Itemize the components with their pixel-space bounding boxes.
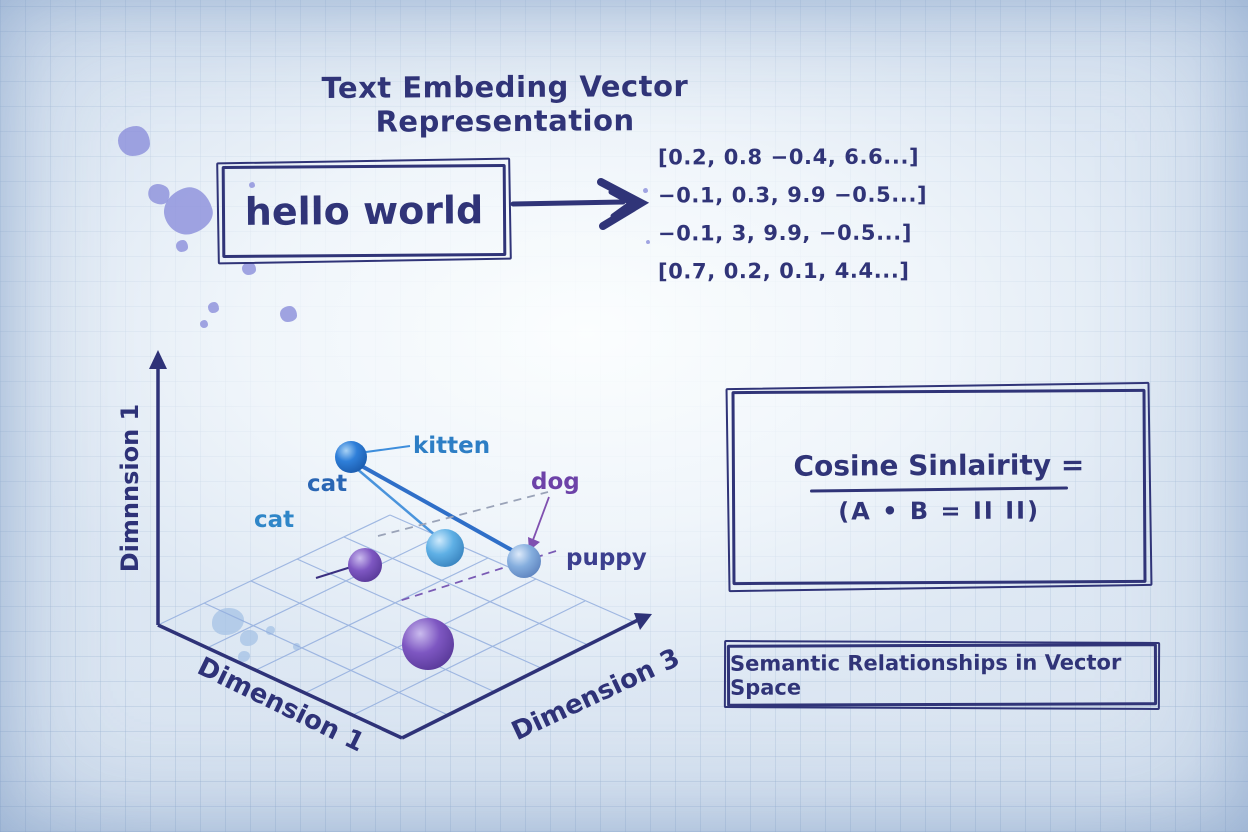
label-cat-lower: cat (254, 507, 295, 533)
watercolor-splatter (293, 643, 300, 650)
embedding-vector-row: [0.7, 0.2, 0.1, 4.4...] (657, 258, 910, 284)
input-box: hello world (221, 164, 507, 258)
fraction-bar (810, 486, 1069, 493)
formula-denominator: (A • B = II II) (838, 496, 1041, 526)
watercolor-splatter (212, 608, 244, 635)
y-axis-label: Dimnnsion 1 (116, 403, 144, 573)
formula-numerator: Cosine Sinlairity = (793, 448, 1085, 483)
ink-splatter (280, 306, 297, 322)
watercolor-splatter (240, 630, 258, 646)
embedding-vector-row: [0.2, 0.8 −0.4, 6.6...] (657, 144, 920, 170)
ink-splatter (242, 262, 256, 275)
formula-box: Cosine Sinlairity = (A • B = II II) (731, 388, 1147, 586)
similarity-lines (315, 445, 557, 603)
watercolor-splatter (238, 651, 250, 662)
ink-splatter (646, 240, 650, 244)
point-dog (402, 618, 454, 670)
z-axis-label: Dimension 3 (507, 643, 685, 747)
ink-splatter (176, 240, 188, 252)
arrow-icon (510, 178, 650, 230)
ink-splatter (208, 302, 219, 313)
watercolor-splatter (266, 626, 275, 635)
point-cat (348, 548, 382, 582)
ink-splatter (200, 320, 208, 328)
label-puppy: puppy (566, 545, 647, 571)
embedding-vector-row: −0.1, 0.3, 9.9 −0.5...] (657, 182, 928, 208)
x-axis-label: Dimension 1 (192, 651, 370, 759)
label-dog: dog (531, 469, 580, 495)
embedding-vectors: [0.2, 0.8 −0.4, 6.6...] −0.1, 0.3, 9.9 −… (658, 138, 927, 290)
y-axis (149, 350, 167, 625)
point-middle (426, 529, 464, 567)
ink-splatter (118, 126, 150, 156)
input-text: hello world (244, 188, 484, 234)
point-kitten (335, 441, 367, 473)
page-title: Text Embeding Vector Representation (321, 69, 689, 139)
caption-box: Semantic Relationships in Vector Space (726, 643, 1158, 707)
label-cat-upper: cat (307, 471, 348, 497)
ink-splatter (158, 182, 218, 240)
caption-text: Semantic Relationships in Vector Space (729, 650, 1122, 700)
ink-splatter (643, 188, 648, 193)
label-kitten: kitten (413, 433, 491, 459)
point-puppy (507, 544, 541, 578)
ink-splatter (144, 179, 174, 209)
dog-pointer-arrow (528, 496, 550, 551)
embedding-vector-row: −0.1, 3, 9.9, −0.5...] (657, 220, 913, 246)
